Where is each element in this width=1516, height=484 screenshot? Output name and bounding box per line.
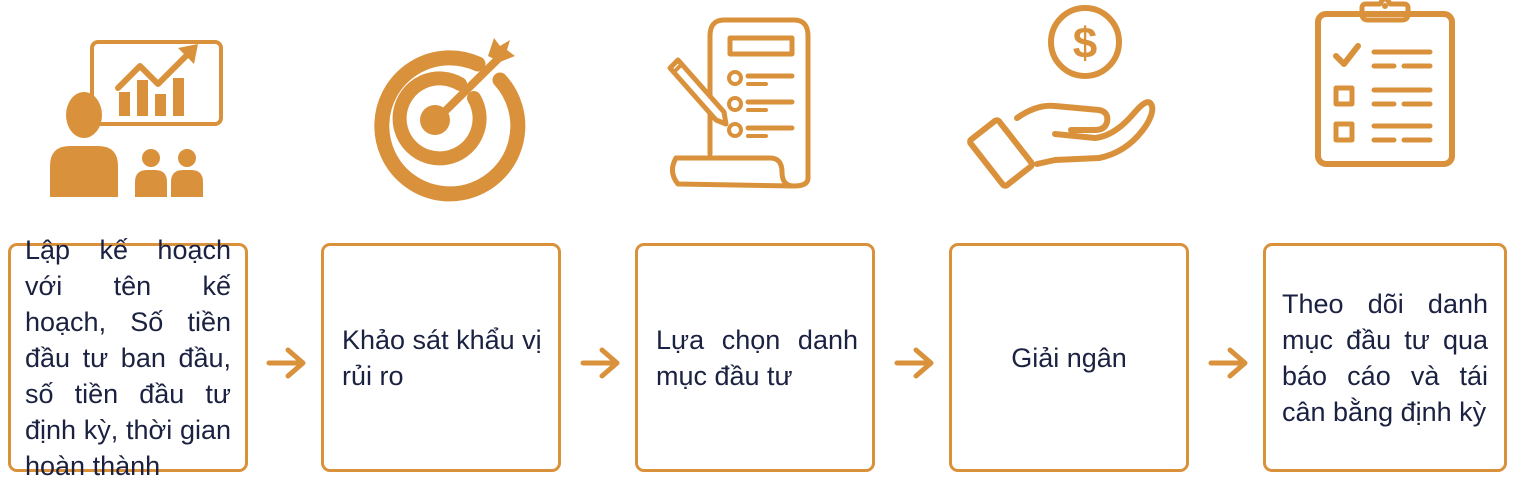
- step-5-label: Theo dõi danh mục đầu tư qua báo cáo và …: [1282, 288, 1488, 427]
- step-1-box: Lập kế hoạch với tên kế hoạch, Số tiền đ…: [8, 235, 248, 481]
- arrow-right-icon: [894, 346, 936, 385]
- presentation-growth-chart-icon: [40, 0, 230, 200]
- clipboard-checklist-icon: [1290, 0, 1480, 200]
- step-4-label: Giải ngân: [1011, 342, 1127, 373]
- hand-dollar-coin-icon: $: [967, 0, 1165, 200]
- svg-text:$: $: [1073, 19, 1097, 68]
- step-4-box: Giải ngân: [949, 243, 1189, 472]
- step-2-label: Khảo sát khẩu vị rủi ro: [342, 324, 542, 391]
- step-5-box: Theo dõi danh mục đầu tư qua báo cáo và …: [1263, 243, 1507, 472]
- arrow-right-icon: [580, 346, 622, 385]
- step-2-box: Khảo sát khẩu vị rủi ro: [321, 243, 561, 472]
- arrow-right-icon: [266, 346, 308, 385]
- step-3-label: Lựa chọn danh mục đầu tư: [656, 324, 858, 391]
- target-arrow-icon: [350, 0, 540, 202]
- step-3-box: Lựa chọn danh mục đầu tư: [635, 243, 875, 472]
- checklist-document-pen-icon: [660, 0, 850, 200]
- arrow-right-icon: [1208, 346, 1250, 385]
- step-1-label: Lập kế hoạch với tên kế hoạch, Số tiền đ…: [25, 234, 231, 481]
